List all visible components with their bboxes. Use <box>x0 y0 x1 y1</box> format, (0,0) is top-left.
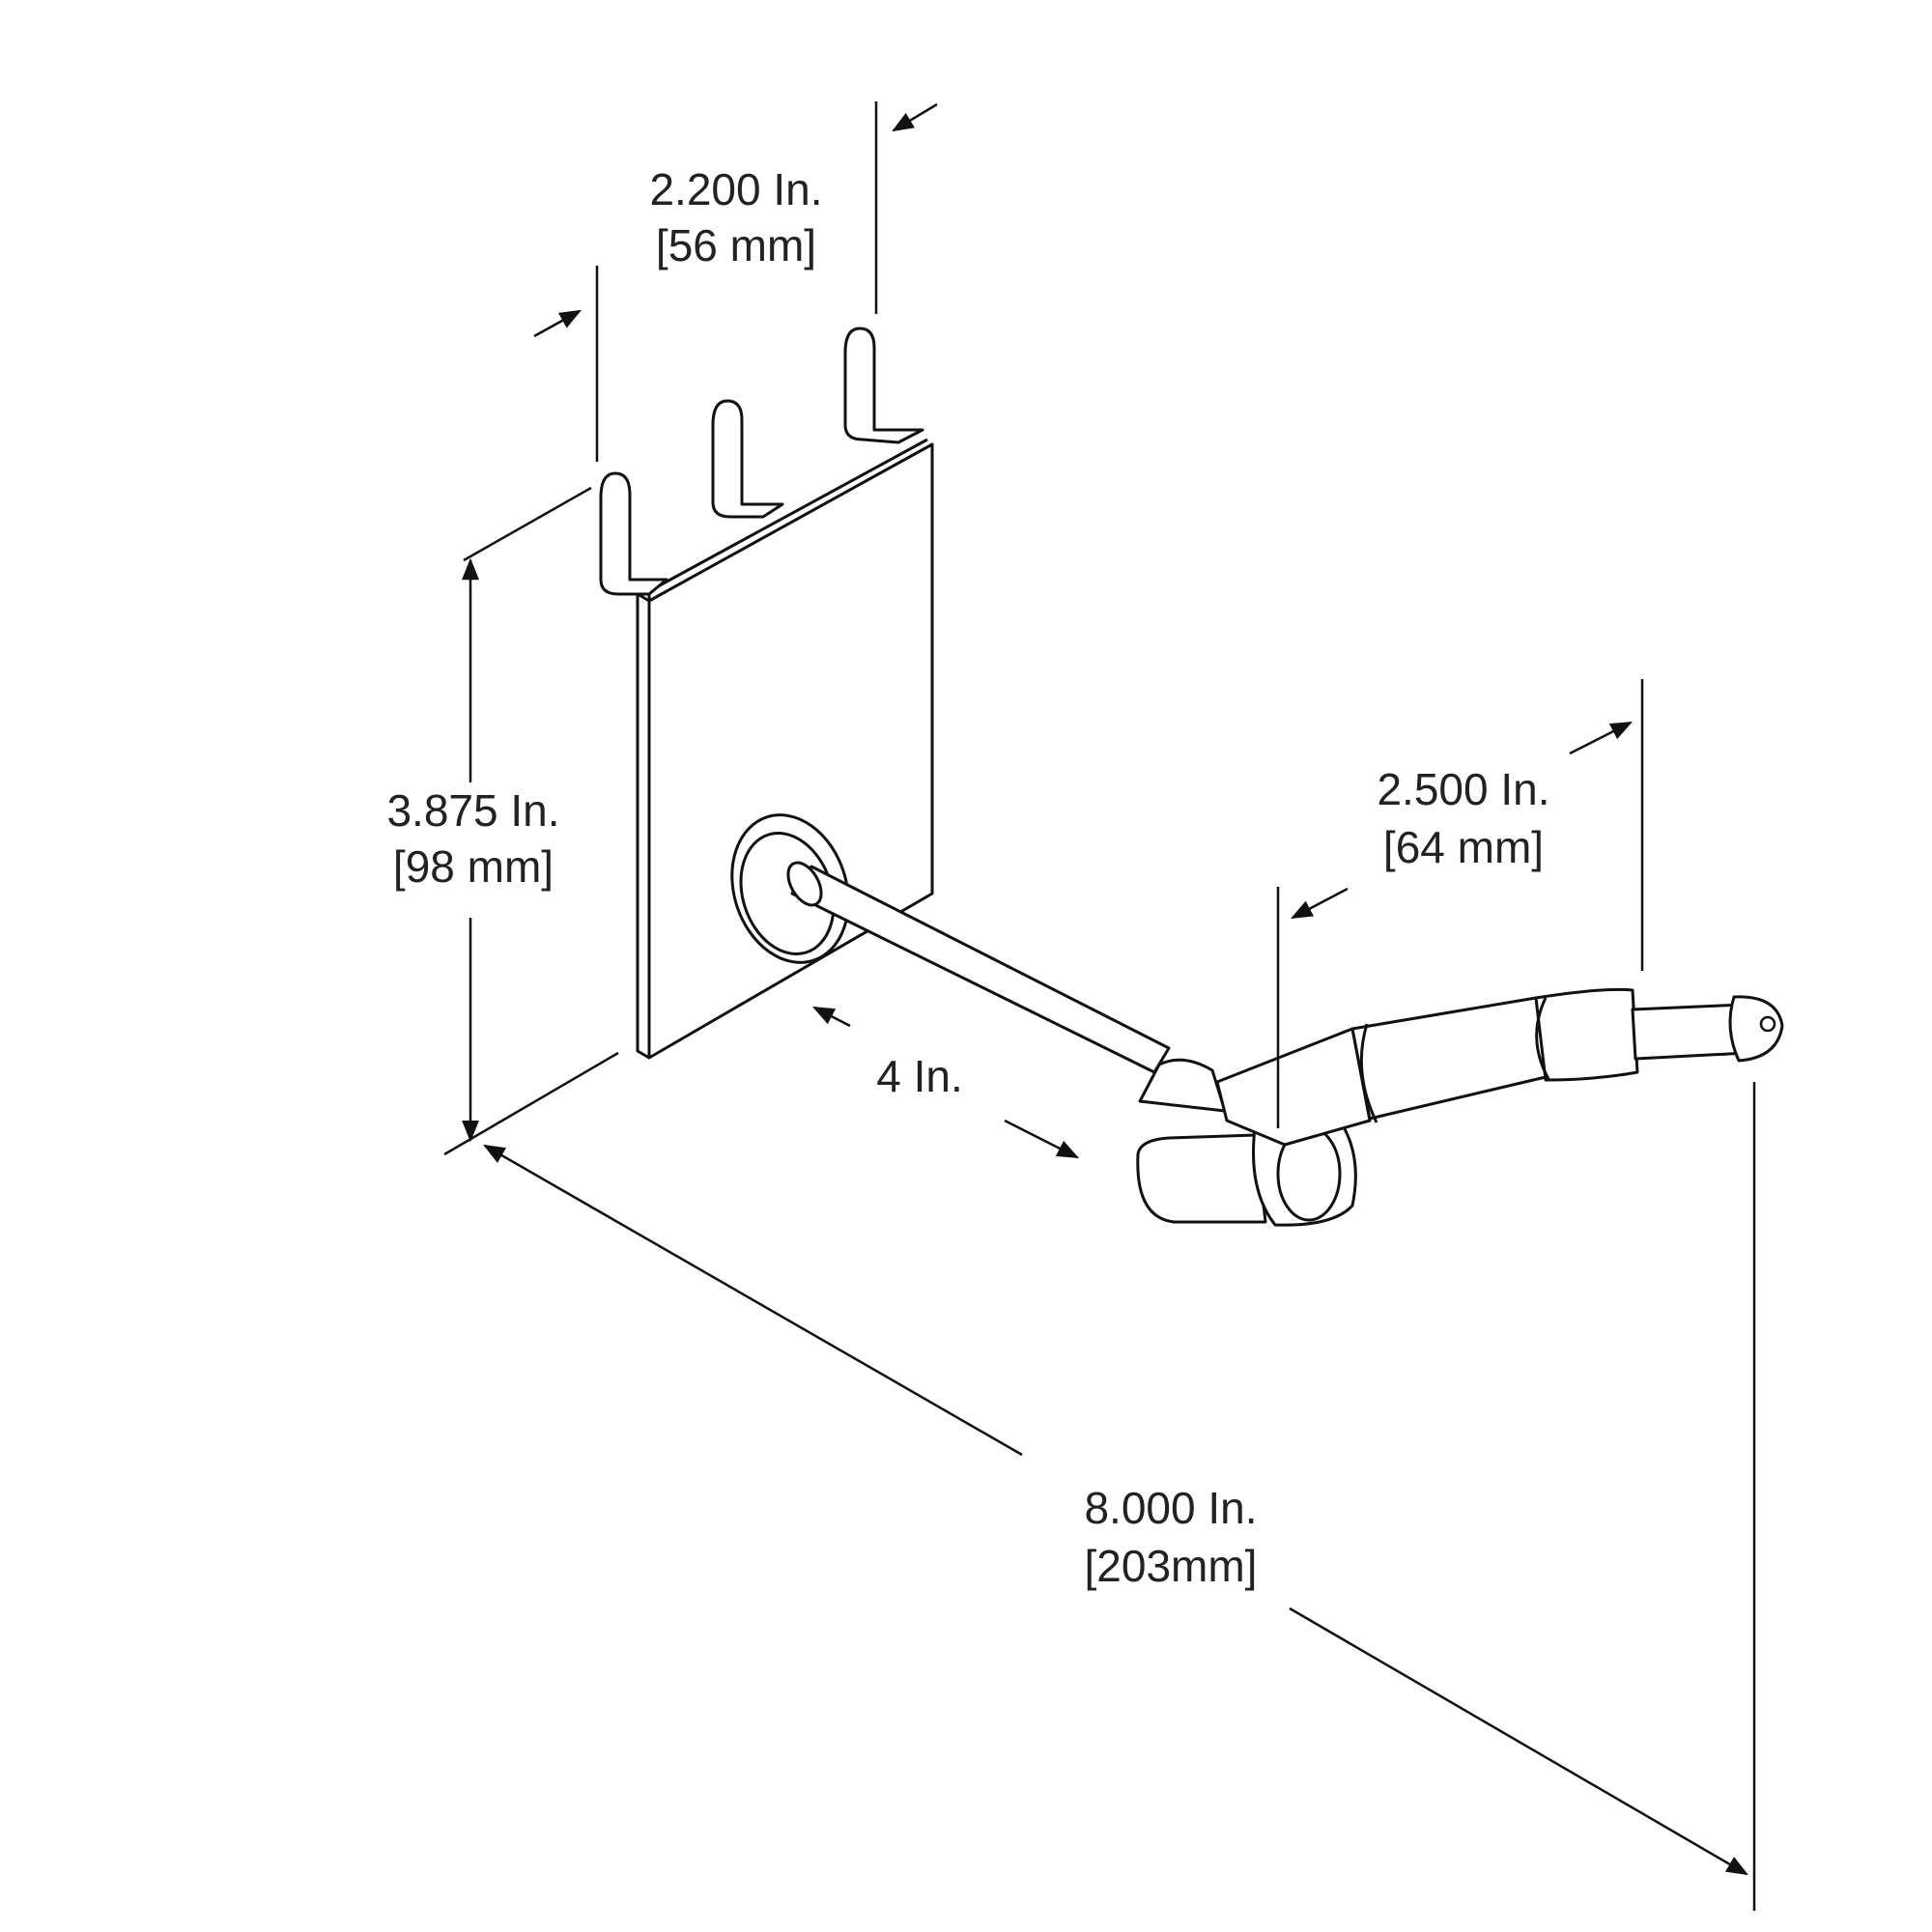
elbow-joint <box>1136 1058 1357 1227</box>
dimension-width-lines <box>533 101 938 462</box>
dimension-total-lines <box>483 1082 1756 1911</box>
total-metric-label: [203mm] <box>1085 1541 1258 1591</box>
peg-rod <box>786 861 1171 1074</box>
width-metric-label: [56 mm] <box>656 220 816 270</box>
dimension-peg-lines <box>811 1006 1080 1159</box>
tip-imperial-label: 2.500 In. <box>1377 764 1549 814</box>
prong-left <box>599 471 668 601</box>
total-imperial-label: 8.000 In. <box>1084 1483 1257 1533</box>
flange-washer <box>730 813 850 964</box>
peg-imperial-label: 4 In. <box>876 1051 963 1101</box>
height-metric-label: [98 mm] <box>393 841 554 892</box>
backplate <box>636 438 934 1060</box>
dimension-height-lines <box>443 486 619 1156</box>
height-imperial-label: 3.875 In. <box>386 785 559 836</box>
prong-middle <box>711 399 784 519</box>
dimension-tip-lines <box>1276 679 1644 1128</box>
prong-right <box>843 327 924 444</box>
width-imperial-label: 2.200 In. <box>649 164 822 214</box>
angled-tip <box>1215 987 1784 1147</box>
tip-metric-label: [64 mm] <box>1383 822 1544 872</box>
